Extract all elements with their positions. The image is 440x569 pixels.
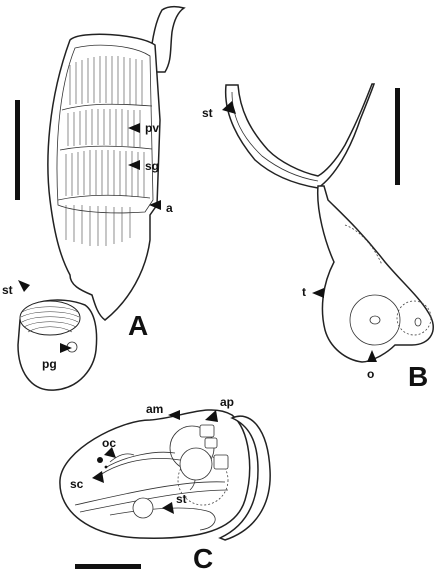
stomach-st-a bbox=[19, 300, 81, 336]
label-ap: ap bbox=[220, 395, 234, 409]
label-st-a: st bbox=[2, 283, 13, 297]
scale-bar-c bbox=[75, 564, 141, 569]
panel-label-c: C bbox=[193, 543, 213, 569]
label-a: a bbox=[166, 201, 173, 215]
panel-b-specimen: st t o B bbox=[202, 83, 434, 392]
label-t: t bbox=[302, 285, 306, 299]
label-oc: oc bbox=[102, 436, 116, 450]
label-o: o bbox=[367, 367, 374, 381]
label-am: am bbox=[146, 402, 163, 416]
label-sc: sc bbox=[70, 477, 84, 491]
panel-c-specimen: am ap oc sc st C bbox=[59, 395, 271, 569]
panel-a-specimen: pv sg a st pg A bbox=[2, 5, 186, 391]
ovary-o bbox=[396, 300, 432, 336]
label-pg: pg bbox=[42, 357, 57, 371]
label-st-c: st bbox=[176, 492, 187, 506]
panel-label-b: B bbox=[408, 361, 428, 392]
label-sg: sg bbox=[145, 159, 159, 173]
panel-label-a: A bbox=[128, 310, 148, 341]
ocellus-dot bbox=[97, 457, 103, 463]
scale-bar-a bbox=[15, 100, 20, 200]
label-st-b: st bbox=[202, 106, 213, 120]
label-pv: pv bbox=[145, 121, 159, 135]
scale-bar-b bbox=[395, 88, 400, 185]
